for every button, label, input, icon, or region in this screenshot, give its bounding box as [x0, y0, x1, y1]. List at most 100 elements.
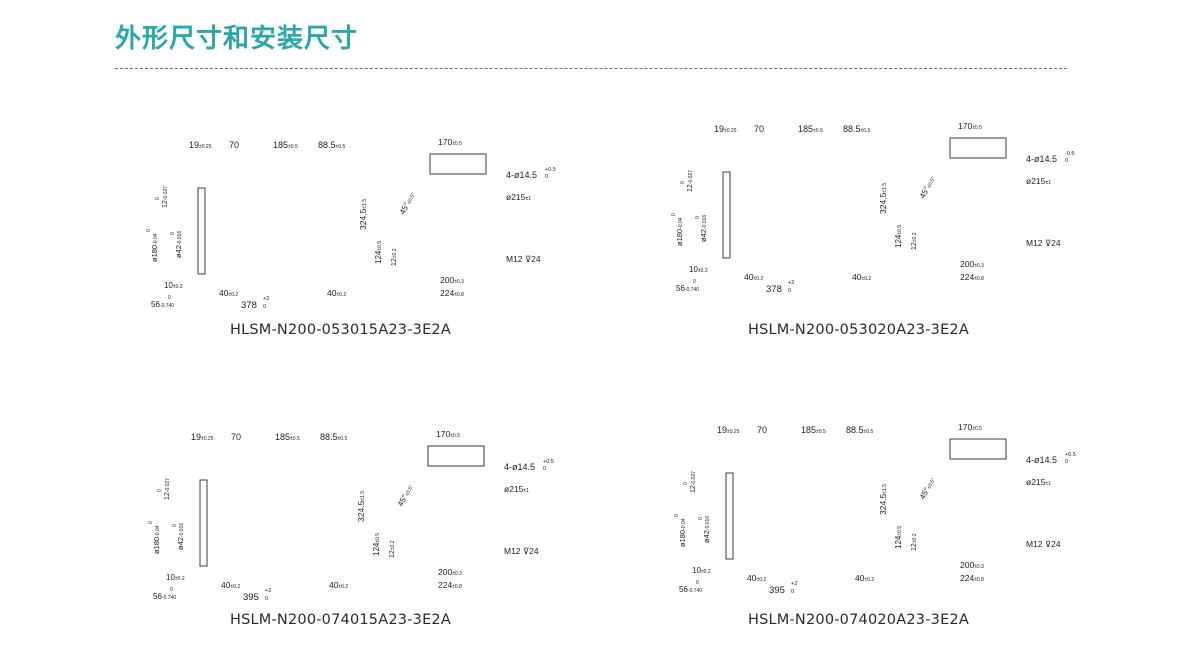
dim-length-tol-upper: +2	[791, 581, 797, 587]
dim-324-5: 324.5±1.5	[356, 491, 366, 522]
dim-19: 19±0.25	[189, 140, 212, 150]
dim-215: ø215±1	[506, 192, 531, 202]
dim-224: 224±0.8	[960, 272, 984, 282]
dim-88-5: 88.5±0.5	[846, 425, 873, 435]
front-view-drawing: 170±0.5 4-ø14.5 -0.5 0 ø215±1 324.5±1.5 …	[878, 121, 1074, 282]
dim-88-5: 88.5±0.5	[320, 432, 347, 442]
front-view	[429, 153, 487, 175]
dim-56: 56-0.740	[676, 284, 699, 293]
dim-10: 10±0.2	[166, 573, 185, 582]
dim-40-front: 40±0.2	[747, 573, 766, 583]
dim-180-upper: 0	[146, 229, 152, 232]
dim-170: 170±0.5	[958, 422, 982, 432]
side-labels: 19±0.25 70 185±0.5 88.5±0.5 12-0.027 0 ø…	[148, 432, 348, 603]
dim-56-upper: 0	[168, 295, 171, 301]
side-labels: 19±0.25 70 185±0.5 88.5±0.5 12-0.027 0 ø…	[674, 425, 874, 596]
side-labels: 19±0.25 70 185±0.5 88.5±0.5 12-0.027 0 ø…	[671, 124, 871, 295]
dim-12-shaft: 12-0.027	[164, 478, 171, 500]
dim-180: ø180-0.04	[152, 525, 161, 554]
dim-12-shaft-upper: 0	[157, 489, 163, 492]
dim-19: 19±0.25	[717, 425, 740, 435]
dim-hole-tol-lower: 0	[1065, 158, 1068, 164]
dim-40-rear: 40±0.2	[327, 288, 346, 298]
dim-124: 124±0.5	[372, 533, 381, 556]
dim-70: 70	[229, 140, 239, 150]
dim-180-upper: 0	[148, 521, 154, 524]
side-view-drawing: 19±0.25 70 185±0.5 88.5±0.5 12-0.027 0 ø…	[146, 140, 346, 311]
side-view-drawing: 19±0.25 70 185±0.5 88.5±0.5 12-0.027 0 ø…	[148, 432, 348, 603]
dim-88-5: 88.5±0.5	[843, 124, 870, 134]
dim-40-front: 40±0.2	[221, 580, 240, 590]
dim-42-upper: 0	[695, 216, 701, 219]
dim-40-front: 40±0.2	[744, 272, 763, 282]
dim-hole-tol-upper: +0.5	[545, 167, 556, 173]
side-view	[725, 472, 734, 560]
side-view	[199, 479, 208, 567]
dim-12-base: 12±0.2	[389, 540, 396, 558]
dim-185: 185±0.5	[273, 140, 298, 150]
dim-324-5: 324.5±1.5	[358, 199, 368, 230]
dim-12-shaft: 12-0.027	[687, 170, 694, 192]
dim-length: 395	[769, 585, 785, 596]
model-caption: HLSM-N200-053015A23-3E2A	[230, 322, 451, 338]
dim-180: ø180-0.04	[150, 233, 159, 262]
dim-185: 185±0.5	[275, 432, 300, 442]
dim-hole-tol-lower: 0	[1065, 459, 1068, 465]
dim-185: 185±0.5	[801, 425, 826, 435]
dim-170: 170±0.5	[436, 429, 460, 439]
dim-length-tol-lower: 0	[788, 288, 791, 294]
dim-45deg: 45°±0.5°	[918, 175, 937, 200]
title-divider	[115, 68, 1067, 69]
dim-10: 10±0.2	[164, 281, 183, 290]
dim-45deg: 45°±0.5°	[918, 476, 937, 501]
dim-10: 10±0.2	[689, 265, 708, 274]
side-view-drawing: 19±0.25 70 185±0.5 88.5±0.5 12-0.027 0 ø…	[674, 425, 874, 596]
dim-40-rear: 40±0.2	[329, 580, 348, 590]
front-labels: 170±0.5 4-ø14.5 +0.5 0 ø215±1 324.5±1.5 …	[878, 422, 1076, 583]
dim-hole: 4-ø14.5	[1026, 455, 1057, 465]
dim-42: ø42-0.016	[174, 231, 183, 258]
side-view-drawing: 19±0.25 70 185±0.5 88.5±0.5 12-0.027 0 ø…	[671, 124, 871, 295]
dim-40-rear: 40±0.2	[852, 272, 871, 282]
dim-56-upper: 0	[696, 580, 699, 586]
page-title: 外形尺寸和安装尺寸	[115, 24, 359, 54]
dim-224: 224±0.8	[440, 288, 464, 298]
dim-170: 170±0.5	[958, 121, 982, 131]
dim-length-tol-lower: 0	[263, 304, 266, 310]
dim-124: 124±0.5	[894, 225, 903, 248]
dim-215: ø215±1	[504, 484, 529, 494]
dim-hole: 4-ø14.5	[1026, 154, 1057, 164]
dim-200: 200±0.3	[438, 567, 462, 577]
dim-70: 70	[754, 124, 764, 134]
dim-56-upper: 0	[170, 587, 173, 593]
dim-200: 200±0.3	[440, 275, 464, 285]
terminal-box	[949, 137, 1007, 159]
dim-length-tol-lower: 0	[791, 589, 794, 595]
dim-m12: M12 ⊽24	[504, 546, 539, 556]
dim-10: 10±0.2	[692, 566, 711, 575]
dim-m12: M12 ⊽24	[1026, 539, 1061, 549]
front-labels: 170±0.5 4-ø14.5 -0.5 0 ø215±1 324.5±1.5 …	[878, 121, 1074, 282]
front-view	[427, 445, 485, 467]
dim-56: 56-0.740	[153, 592, 176, 601]
dim-12-shaft-upper: 0	[683, 482, 689, 485]
front-labels: 170±0.5 4-ø14.5 +0.5 0 ø215±1 324.5±1.5 …	[356, 429, 554, 590]
dim-42: ø42-0.016	[702, 516, 711, 543]
dim-40-rear: 40±0.2	[855, 573, 874, 583]
dim-12-shaft-upper: 0	[155, 197, 161, 200]
dim-m12: M12 ⊽24	[506, 254, 541, 264]
dim-42: ø42-0.016	[176, 523, 185, 550]
front-view	[949, 137, 1007, 159]
dim-hole-tol-upper: +0.5	[1065, 452, 1076, 458]
front-view-drawing: 170±0.5 4-ø14.5 +0.5 0 ø215±1 324.5±1.5 …	[878, 422, 1076, 583]
dim-200: 200±0.3	[960, 560, 984, 570]
dim-12-shaft: 12-0.027	[690, 471, 697, 493]
model-caption: HSLM-N200-074015A23-3E2A	[230, 612, 451, 628]
dim-124: 124±0.5	[894, 526, 903, 549]
dim-70: 70	[231, 432, 241, 442]
front-view-drawing: 170±0.5 4-ø14.5 +0.5 0 ø215±1 324.5±1.5 …	[358, 137, 556, 298]
flange-plate	[197, 187, 206, 275]
dim-180: ø180-0.04	[678, 518, 687, 547]
dim-124: 124±0.5	[374, 241, 383, 264]
dim-42-upper: 0	[172, 524, 178, 527]
